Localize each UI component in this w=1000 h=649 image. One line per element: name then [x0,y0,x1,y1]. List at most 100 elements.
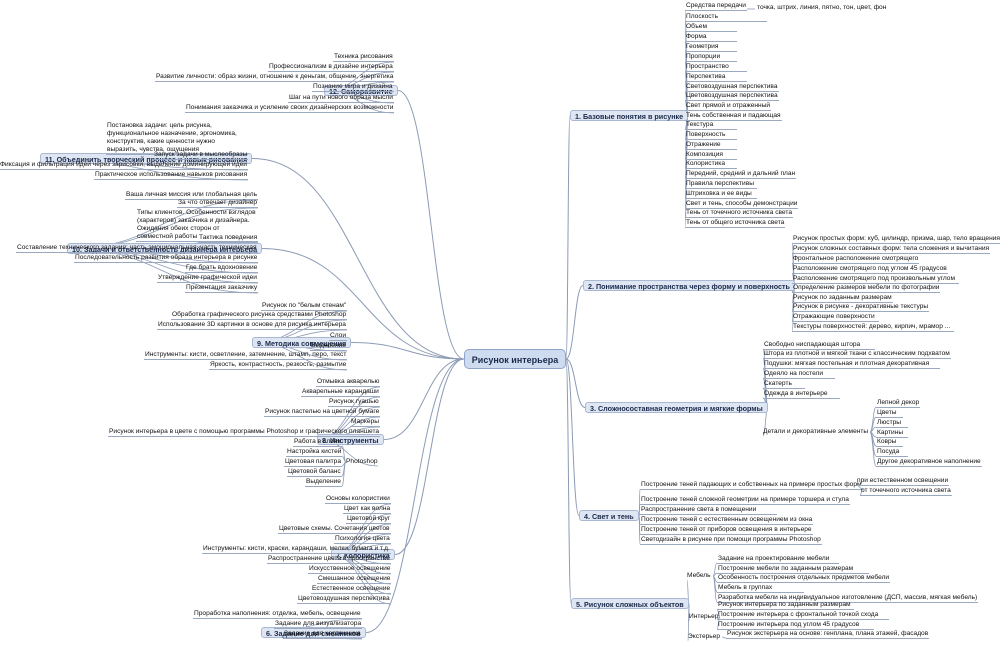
branch-node-b6[interactable]: 6. Задание для смежников [261,627,366,638]
b9-item[interactable]: Использование 3D картинки в основе для р… [157,321,347,330]
b7-item[interactable]: Инструменты: кисти, краски, карандаши, м… [202,545,391,554]
b7-item[interactable]: Основы колористики [325,495,391,504]
b2-item[interactable]: Фронтальное расположение смотрящего [792,255,920,264]
b1-item[interactable]: Тень от общего источника света [685,219,786,228]
branch-node-b7[interactable]: 7. Колористика [331,549,395,560]
b2-item[interactable]: Рисунок по заданным размерам [792,294,893,303]
b3-item[interactable]: Одежда в интерьере [763,390,840,399]
b8-item[interactable]: Маркеры [350,418,380,427]
b1-item[interactable]: Световоздушная перспектива [685,83,779,92]
b7-item[interactable]: Распространение цвета в пространстве [267,555,391,564]
b3-group-item[interactable]: Картины [876,429,908,438]
b4-item[interactable]: Построение теней от приборов освещения в… [640,526,813,535]
b3-group-item[interactable]: Цветы [876,409,903,418]
b1-item[interactable]: Текстура [685,121,737,130]
b1-item[interactable]: Композиция [685,151,737,160]
branch-node-b5[interactable]: 5. Рисунок сложных объектов [571,598,689,609]
b8-item[interactable]: Рисунок интерьера в цвете с помощью прог… [108,428,381,437]
b7-item[interactable]: Смешанное освещение [317,575,392,584]
b5-group-item[interactable]: Построение интерьера с фронтальной точко… [717,611,889,620]
b12-item[interactable]: Понимания заказчика и усиление своих диз… [185,104,395,113]
b9-item[interactable]: Выделение [310,342,347,351]
b8-group-item[interactable]: Цветовая палитра [284,458,342,467]
b8-item[interactable]: Акварельные карандаши [301,388,380,397]
b1-item[interactable]: Тень собственная и падающая [685,112,782,121]
b1-item[interactable]: Свет прямой и отраженный [685,102,772,111]
b3-group-item[interactable]: Другое декоративное наполнение [876,458,982,467]
b10-item[interactable]: Ваша личная миссия или глобальная цель [125,191,259,200]
b5-group-item[interactable]: Рисунок интерьера по заданным размерам [717,601,854,610]
b3-item[interactable]: Штора из плотной и мягкой ткани с класси… [763,350,951,359]
branch-node-b1[interactable]: 1. Базовые понятия в рисунке [570,110,689,121]
b1-item[interactable]: Тень от точечного источника света [685,209,793,218]
b4-item[interactable]: Построение теней с естественным освещени… [640,516,814,525]
b4-item[interactable]: Распространение света в помещении [640,506,777,515]
b1-item[interactable]: Объем [685,23,737,32]
b1-item[interactable]: Правила перспективы [685,180,757,189]
b10-item[interactable]: Тактика поведения [198,234,259,243]
b9-item[interactable]: Яркость, контрастность, резкость, размыт… [209,361,348,370]
b1-item[interactable]: Пространство [685,63,747,72]
b1-item[interactable]: Перспектива [685,73,747,82]
branch-node-b2[interactable]: 2. Понимание пространства через форму и … [583,280,795,291]
branch-node-b4[interactable]: 4. Свет и тень [579,510,639,521]
b3-group-item[interactable]: Посуда [876,448,908,457]
b12-item[interactable]: Развитие личности: образ жизни, отношени… [155,73,395,82]
b2-item[interactable]: Текстуры поверхностей: дерево, кирпич, м… [792,323,954,332]
b9-item[interactable]: Обработка графического рисунка средствам… [171,311,348,320]
b5-group-item[interactable]: Рисунок экстерьера на основе: генплана, … [726,630,930,639]
root-node[interactable]: Рисунок интерьера [464,349,566,369]
b1-item[interactable]: Форма [685,33,737,42]
b8-group-label[interactable]: Photoshop [346,458,378,465]
b4-head-sub[interactable]: от точечного источника света [860,487,952,496]
b8-item[interactable]: Рисунок гуашью [328,398,380,407]
b1-item[interactable]: Отражение [685,141,737,150]
b4-item[interactable]: Построение теней сложной геометрии на пр… [640,496,850,505]
b3-group-label[interactable]: Детали и декоративные элементы [763,428,869,435]
b2-item[interactable]: Рисунок простых форм: куб, цилиндр, приз… [792,235,1000,244]
b3-group-item[interactable]: Люстры [876,419,908,428]
b9-item[interactable]: Рисунок по "белым стенам" [261,302,348,311]
b11-item[interactable]: Постановка задачи: цель рисунка, функцио… [106,122,248,155]
branch-node-b9[interactable]: 9. Методика совмещения [252,337,352,348]
branch-node-b11[interactable]: 11. Объединить творческий процесс и навы… [40,153,253,164]
b4-head-sub[interactable]: при естественном освещении [856,477,950,486]
b6-item[interactable]: Проработка наполнения: отделка, мебель, … [193,610,362,619]
b1-item[interactable]: Поверхность [685,131,737,140]
b9-item[interactable]: Инструменты: кисти, осветление, затемнен… [144,351,348,360]
b1-item[interactable]: Передний, средний и дальний план [685,170,797,179]
b7-item[interactable]: Цветовой круг [346,515,392,524]
b7-item[interactable]: Цвет как волна [343,505,392,514]
b2-item[interactable]: Расположение смотрящего под произвольным… [792,275,959,284]
b2-item[interactable]: Рисунок сложных составных форм: тела сло… [792,245,991,254]
b3-group-item[interactable]: Лепной декор [876,399,921,408]
b3-item[interactable]: Подушки: мягкая постельная и плотная дек… [763,360,940,369]
b6-item[interactable]: Задание для визуализатора [274,620,363,629]
b12-item[interactable]: Познание мира и дизайна [312,83,394,92]
branch-node-b8[interactable]: 8. Инструменты [317,434,384,445]
b10-item[interactable]: Где брать вдохновение [185,264,259,273]
b11-item[interactable]: Запуск задачи в мыслеобразы [153,151,249,160]
b2-item[interactable]: Отражающие поверхности [792,313,879,322]
b8-item[interactable]: Рисунок пастелью на цветной бумаге [264,408,381,417]
b10-item[interactable]: Утверждение графической идеи [157,274,258,283]
b7-item[interactable]: Цветовые схемы. Сочетания цветов [278,525,391,534]
b12-item[interactable]: Техника рисования [333,53,394,62]
b3-item[interactable]: Одеяло на постели [763,370,835,379]
b5-group-item[interactable]: Особенность построения отдельных предмет… [717,574,891,583]
b7-item[interactable]: Цветовоздушная перспектива [297,595,391,604]
b11-item[interactable]: Фиксация и фильтрация идей через зарисов… [0,161,248,170]
b1-item[interactable]: Пропорции [685,53,737,62]
b1-item[interactable]: Цветовоздушная перспектива [685,92,779,101]
b8-group-item[interactable]: Настройка кистей [286,448,343,457]
b5-group-label[interactable]: Экстерьер [688,633,721,640]
b2-item[interactable]: Рисунок в рисунке - декоративные текстур… [792,303,930,312]
b7-item[interactable]: Искусственное освещение [308,565,392,574]
b10-item[interactable]: Типы клиентов. Особенности взглядов (хар… [136,209,258,242]
b1-item[interactable]: Плоскость [685,13,767,22]
b10-item[interactable]: Последовательность развития образа интер… [74,254,259,263]
b12-item[interactable]: Шаг на пути нового образа мысли [288,94,394,103]
b12-item[interactable]: Профессионализм в дизайне интерьера [268,63,394,72]
b7-item[interactable]: Естественное освещение [311,585,392,594]
b5-group-item[interactable]: Построение интерьера под углом 45 градус… [717,621,874,630]
